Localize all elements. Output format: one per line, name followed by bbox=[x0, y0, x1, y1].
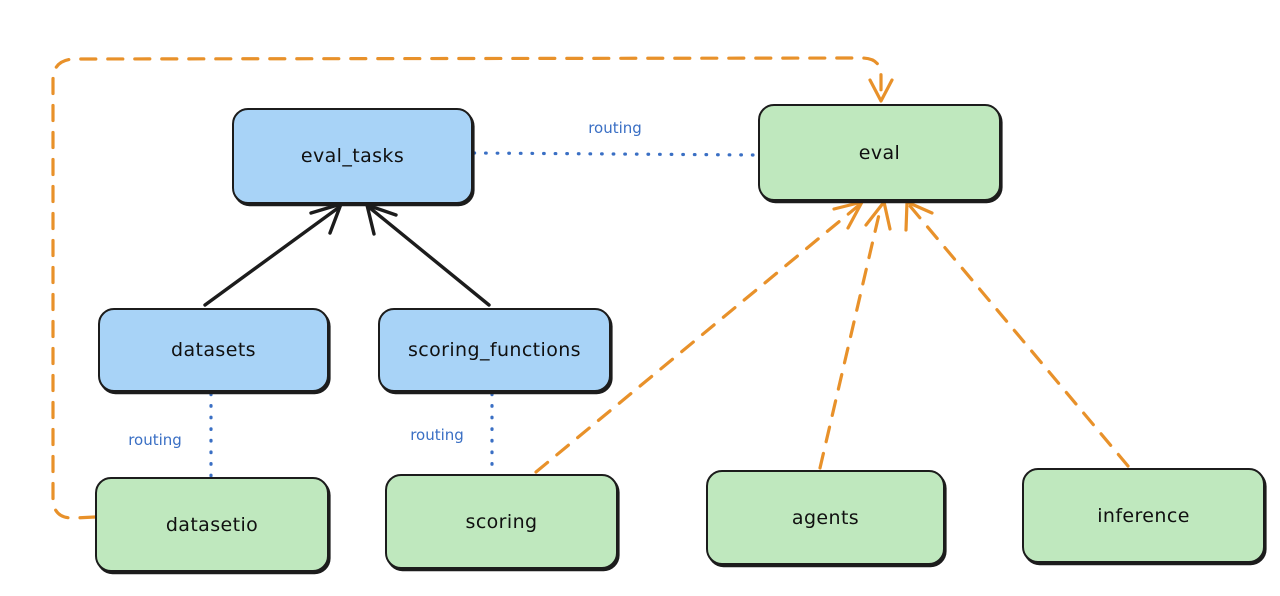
node-label-inference: inference bbox=[1097, 504, 1190, 527]
node-eval-tasks[interactable]: eval_tasks bbox=[232, 108, 473, 204]
node-label-scoring-functions: scoring_functions bbox=[408, 339, 581, 361]
edge-datasets-to-eval-tasks bbox=[203, 202, 343, 307]
node-label-eval-tasks: eval_tasks bbox=[300, 145, 405, 167]
node-scoring[interactable]: scoring bbox=[385, 474, 618, 569]
edge-label-routing-eval-tasks-to-eval: routing bbox=[588, 119, 642, 137]
node-agents[interactable]: agents bbox=[706, 470, 945, 565]
edge-inference-to-eval bbox=[904, 200, 1130, 468]
edge-scoring-functions-to-eval-tasks bbox=[365, 203, 491, 307]
edge-label-routing-scoring-functions-to-scoring: routing bbox=[410, 426, 464, 444]
edge-scoring-to-eval bbox=[534, 200, 864, 474]
node-label-scoring: scoring bbox=[465, 510, 538, 533]
edge-datasetio-to-eval bbox=[51, 56, 894, 520]
edge-agents-to-eval bbox=[818, 200, 892, 470]
node-inference[interactable]: inference bbox=[1022, 468, 1265, 563]
node-scoring-functions[interactable]: scoring_functions bbox=[378, 308, 611, 392]
node-eval[interactable]: eval bbox=[758, 104, 1001, 201]
node-datasets[interactable]: datasets bbox=[98, 308, 329, 392]
edge-eval-tasks-to-eval bbox=[472, 151, 759, 157]
node-label-datasets: datasets bbox=[171, 339, 256, 361]
node-label-eval: eval bbox=[858, 141, 901, 164]
node-label-datasetio: datasetio bbox=[165, 513, 259, 536]
node-datasetio[interactable]: datasetio bbox=[95, 477, 329, 572]
edge-label-routing-datasets-to-datasetio: routing bbox=[128, 431, 182, 449]
node-label-agents: agents bbox=[791, 506, 860, 529]
